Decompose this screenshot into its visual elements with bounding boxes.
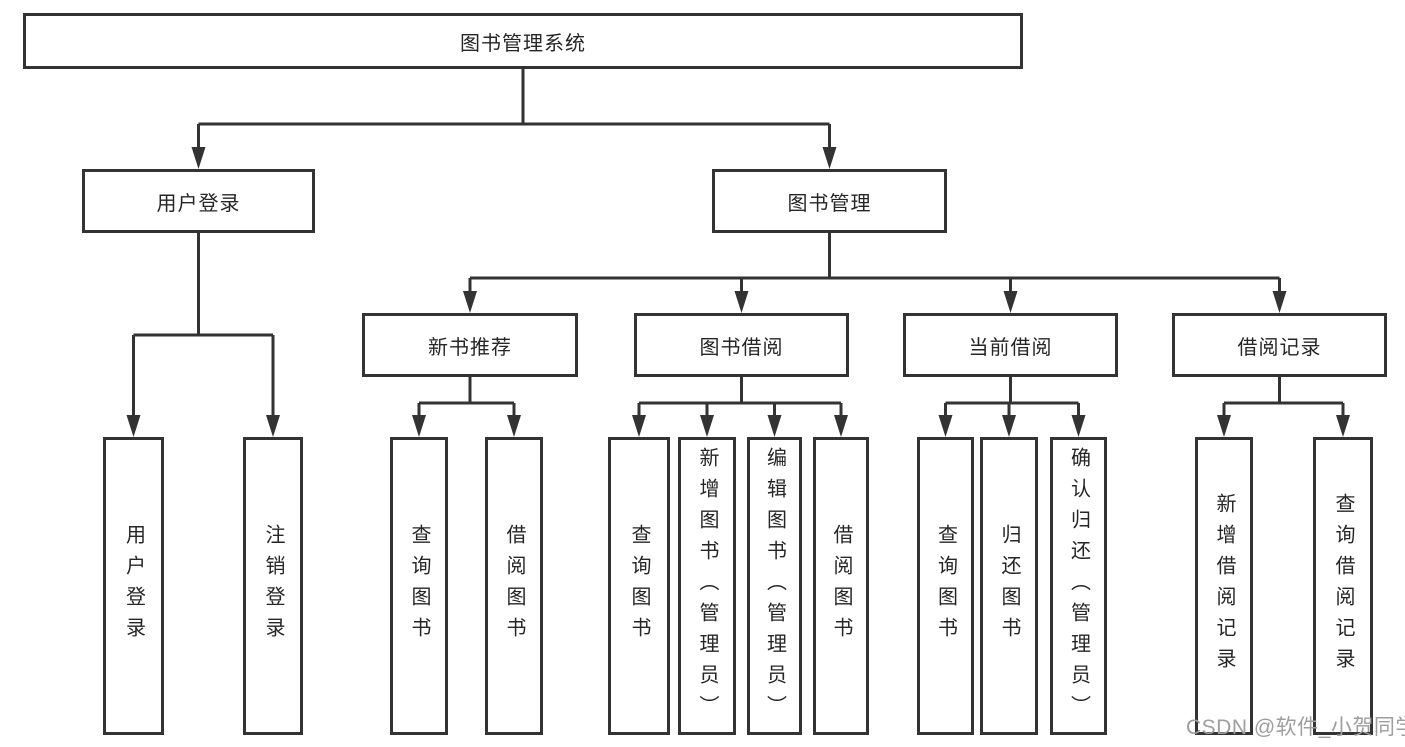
leaf-record-query-record-label: 查询借阅记录 bbox=[1332, 493, 1354, 679]
connector-book-mgmt bbox=[468, 233, 1281, 293]
leaf-current-query-books: 查询图书 bbox=[917, 437, 974, 735]
arrow-down-icon bbox=[1217, 415, 1231, 437]
leaf-newbook-borrow-books-label: 借阅图书 bbox=[503, 524, 525, 648]
leaf-borrow-borrow-books-label: 借阅图书 bbox=[830, 524, 852, 648]
arrow-down-icon bbox=[1272, 291, 1287, 313]
connector-new-book-rec bbox=[417, 377, 516, 417]
node-new-book-rec: 新书推荐 bbox=[362, 313, 578, 377]
leaf-current-confirm-return-admin: 确认归还（管理员） bbox=[1050, 437, 1107, 735]
leaf-borrow-add-books-admin-label: 新增图书（管理员） bbox=[696, 446, 718, 726]
arrow-down-icon bbox=[1003, 291, 1018, 313]
leaf-record-query-record: 查询借阅记录 bbox=[1313, 437, 1373, 735]
arrow-down-icon bbox=[507, 415, 521, 437]
arrowhead-icons bbox=[126, 147, 1350, 437]
arrow-down-icon bbox=[822, 147, 837, 169]
arrow-down-icon bbox=[700, 415, 714, 437]
leaf-logout: 注销登录 bbox=[243, 437, 303, 735]
node-current-borrow: 当前借阅 bbox=[903, 313, 1118, 377]
leaf-logout-label: 注销登录 bbox=[262, 524, 284, 648]
connector-current-borrow bbox=[944, 377, 1080, 417]
leaf-borrow-edit-books-admin: 编辑图书（管理员） bbox=[747, 437, 802, 735]
arrow-down-icon bbox=[266, 415, 280, 437]
connector-book-borrow bbox=[637, 377, 843, 417]
node-book-mgmt: 图书管理 bbox=[712, 169, 947, 233]
leaf-newbook-query-books: 查询图书 bbox=[390, 437, 448, 735]
csdn-watermark: CSDN @软件_小贺同学 bbox=[1186, 716, 1405, 739]
leaf-current-query-books-label: 查询图书 bbox=[934, 524, 957, 648]
node-borrow-record: 借阅记录 bbox=[1172, 313, 1387, 377]
node-root: 图书管理系统 bbox=[23, 13, 1023, 69]
connector-user-login bbox=[132, 233, 275, 417]
arrow-down-icon bbox=[412, 415, 426, 437]
node-user-login: 用户登录 bbox=[82, 169, 315, 233]
leaf-current-confirm-return-admin-label: 确认归还（管理员） bbox=[1067, 446, 1090, 726]
arrow-down-icon bbox=[1002, 415, 1016, 437]
arrow-down-icon bbox=[734, 291, 749, 313]
leaf-borrow-borrow-books: 借阅图书 bbox=[813, 437, 869, 735]
arrow-down-icon bbox=[767, 415, 782, 437]
leaf-user-login-label: 用户登录 bbox=[122, 524, 145, 648]
arrow-down-icon bbox=[938, 415, 953, 437]
connector-borrow-record bbox=[1222, 377, 1345, 417]
connector-root bbox=[197, 69, 831, 149]
arrow-down-icon bbox=[1071, 415, 1086, 437]
leaf-user-login: 用户登录 bbox=[103, 437, 164, 735]
leaf-current-return-books-label: 归还图书 bbox=[998, 524, 1020, 648]
leaf-record-add-record-label: 新增借阅记录 bbox=[1213, 493, 1235, 679]
arrow-down-icon bbox=[632, 415, 646, 437]
arrow-down-icon bbox=[126, 415, 141, 437]
node-book-borrow: 图书借阅 bbox=[634, 313, 849, 377]
leaf-record-add-record: 新增借阅记录 bbox=[1195, 437, 1253, 735]
leaf-borrow-query-books-label: 查询图书 bbox=[628, 524, 650, 648]
leaf-borrow-query-books: 查询图书 bbox=[608, 437, 670, 735]
leaf-current-return-books: 归还图书 bbox=[980, 437, 1038, 735]
leaf-newbook-borrow-books: 借阅图书 bbox=[485, 437, 543, 735]
arrow-down-icon bbox=[1336, 415, 1350, 437]
leaf-newbook-query-books-label: 查询图书 bbox=[408, 524, 430, 648]
leaf-borrow-add-books-admin: 新增图书（管理员） bbox=[678, 437, 736, 735]
arrow-down-icon bbox=[834, 415, 848, 437]
arrow-down-icon bbox=[463, 291, 477, 313]
arrow-down-icon bbox=[191, 147, 206, 169]
leaf-borrow-edit-books-admin-label: 编辑图书（管理员） bbox=[763, 446, 786, 726]
